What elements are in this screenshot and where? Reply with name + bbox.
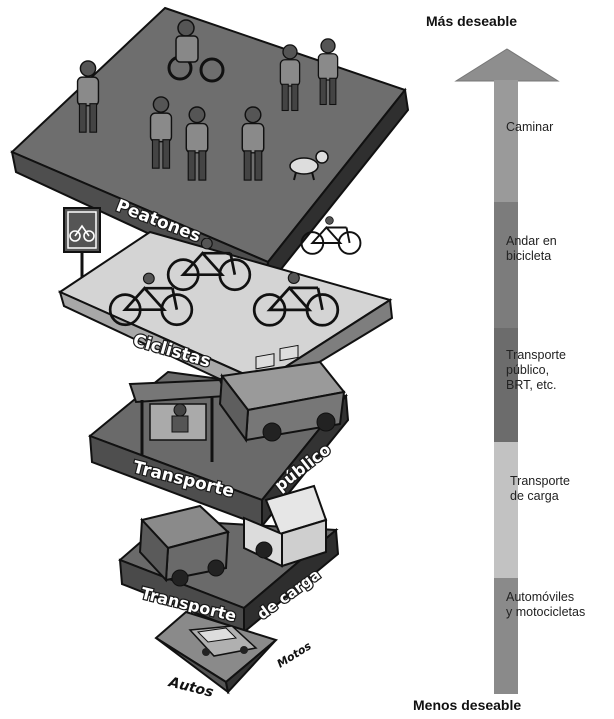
level-label-autos: Autos bbox=[166, 674, 215, 701]
scale-segment-transporte-carga bbox=[494, 442, 518, 578]
wheelchair-icon bbox=[167, 19, 225, 83]
bike-lane-sign-icon bbox=[63, 207, 101, 282]
dog-icon bbox=[289, 150, 329, 181]
scale-segment-automoviles bbox=[494, 578, 518, 694]
scale-label-bicicleta: Andar en bicicleta bbox=[506, 234, 557, 263]
truck-icon bbox=[138, 504, 231, 587]
scale-top-label: Más deseable bbox=[426, 13, 518, 29]
level-label-motos: Motos bbox=[275, 639, 314, 670]
arrow-up-icon bbox=[454, 48, 560, 82]
scale-label-transporte-publico: Transporte público, BRT, etc. bbox=[506, 348, 566, 392]
scale-segment-caminar bbox=[494, 80, 518, 202]
bus-stop-icon bbox=[128, 378, 228, 462]
scale-label-caminar: Caminar bbox=[506, 120, 554, 134]
car-icon bbox=[188, 625, 258, 657]
scale-bottom-label: Menos deseable bbox=[413, 697, 522, 713]
bus-icon bbox=[218, 344, 346, 443]
scale-label-automoviles: Automóviles y motocicletas bbox=[506, 590, 586, 619]
truck-icon bbox=[243, 484, 328, 568]
scale-segment-transporte-publico bbox=[494, 328, 518, 442]
scale-segment-bicicleta bbox=[494, 202, 518, 328]
scale-label-transporte-carga: Transporte de carga bbox=[510, 474, 570, 503]
